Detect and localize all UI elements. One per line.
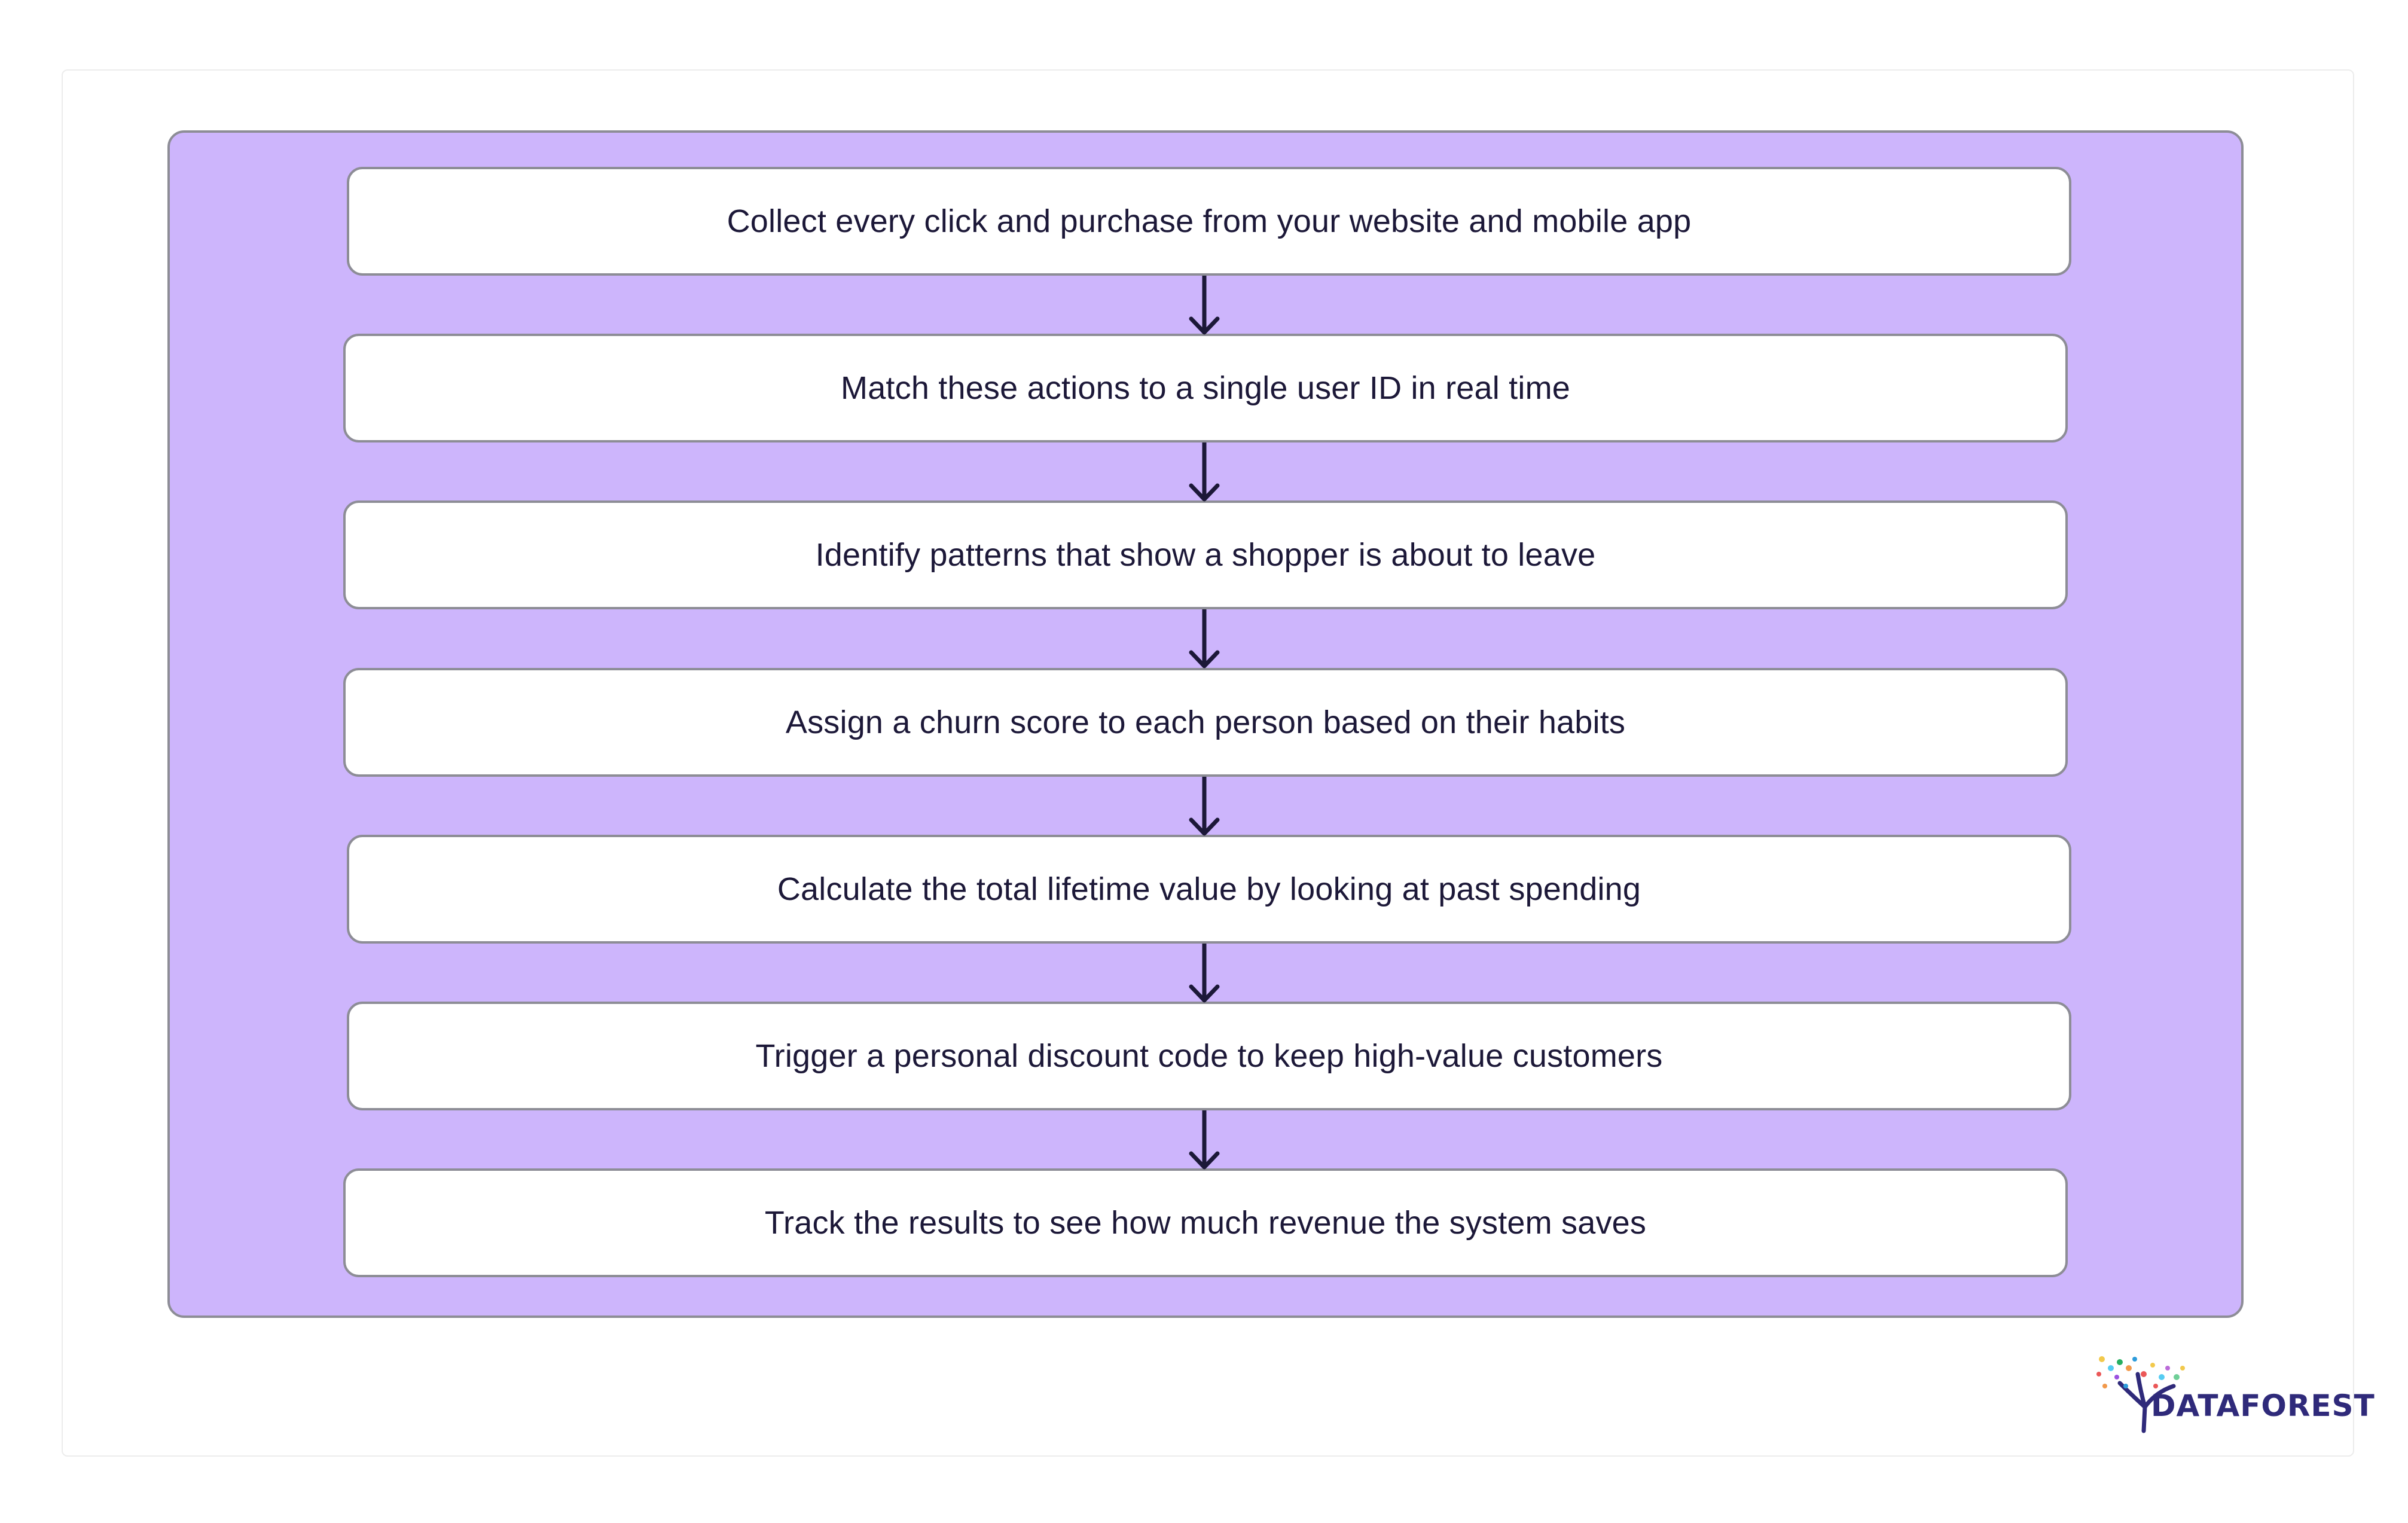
arrow-down-icon [1189,944,1220,1003]
flow-step-4: Assign a churn score to each person base… [343,668,2068,777]
flow-step-2: Match these actions to a single user ID … [343,334,2068,442]
flow-step-7-label: Track the results to see how much revenu… [764,1205,1647,1241]
flow-step-5: Calculate the total lifetime value by lo… [347,835,2071,944]
flow-step-2-label: Match these actions to a single user ID … [841,370,1570,406]
arrow-down-icon [1189,442,1220,502]
flow-step-3-label: Identify patterns that show a shopper is… [815,537,1596,573]
flow-step-1: Collect every click and purchase from yo… [347,167,2071,276]
logo-text: DATAFOREST [2151,1388,2375,1423]
arrow-down-icon [1189,276,1220,335]
flow-step-3: Identify patterns that show a shopper is… [343,500,2068,609]
flow-step-5-label: Calculate the total lifetime value by lo… [777,871,1641,907]
flow-step-7: Track the results to see how much revenu… [343,1168,2068,1277]
flow-step-6-label: Trigger a personal discount code to keep… [755,1038,1663,1074]
arrow-down-icon [1189,609,1220,669]
flow-step-6: Trigger a personal discount code to keep… [347,1002,2071,1110]
flow-step-4-label: Assign a churn score to each person base… [785,704,1626,740]
flow-step-1-label: Collect every click and purchase from yo… [727,203,1692,239]
arrow-down-icon [1189,1110,1220,1170]
arrow-down-icon [1189,777,1220,836]
tree-logo-icon [2096,1356,2185,1433]
